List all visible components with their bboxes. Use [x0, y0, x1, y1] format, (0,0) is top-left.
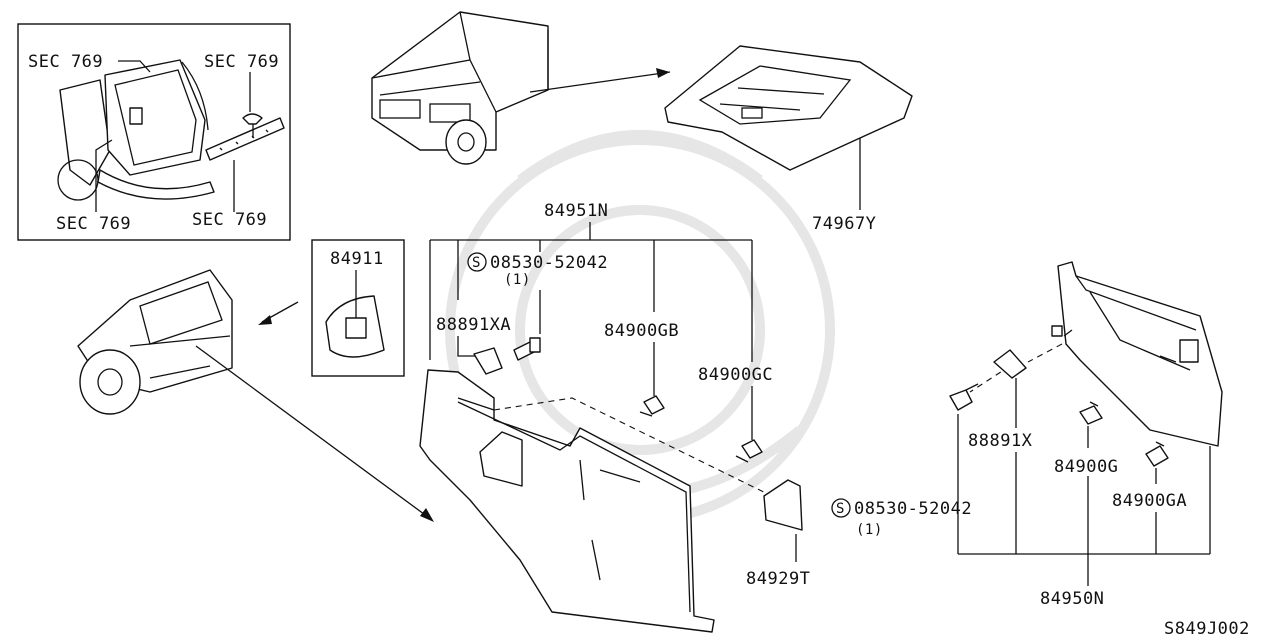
- label-84929T: 84929T: [746, 569, 810, 589]
- clip-84900GC: [735, 439, 763, 463]
- bolt-08530-52042-b: [949, 383, 979, 411]
- inset-detail-box: SEC 769 SEC 769 SEC 769 SEC 769: [17, 23, 291, 241]
- label-84900GA: 84900GA: [1112, 491, 1187, 511]
- arrowhead-floor: [656, 68, 670, 78]
- label-84900GB: 84900GB: [604, 321, 679, 341]
- bracket-88891X: [993, 349, 1027, 379]
- label-74967Y: 74967Y: [812, 214, 876, 234]
- label-08530-52042-b: 08530-52042: [854, 499, 972, 519]
- label-84950N: 84950N: [1040, 589, 1104, 609]
- label-08530-52042-a: 08530-52042: [490, 253, 608, 273]
- clip-84900GB: [639, 395, 665, 417]
- vehicle-rear-illustration: [77, 269, 233, 415]
- s-symbol-a: S: [472, 255, 481, 271]
- arrowhead-rear: [258, 315, 272, 325]
- label-84951N: 84951N: [544, 201, 608, 221]
- label-08530-52042-b-qty: (1): [856, 522, 883, 538]
- drawing-code: S849J002: [1164, 619, 1250, 638]
- assembly-84950N-leaders: [957, 378, 1211, 586]
- label-08530-52042-a-qty: (1): [504, 272, 531, 288]
- inset-callout-sec769-bottom-right: SEC 769: [192, 210, 267, 230]
- label-84900GC: 84900GC: [698, 365, 773, 385]
- floor-panel-74967Y: [664, 45, 913, 210]
- part-box-84911: 84911: [311, 239, 405, 377]
- clip-84900GA: [1145, 441, 1169, 467]
- inset-callout-sec769-top-right: SEC 769: [204, 52, 279, 72]
- vehicle-front-illustration: [371, 11, 549, 165]
- pad-84929T: [763, 479, 803, 562]
- screw-spec-s-08530-52042-a: S 08530-52042 (1): [467, 252, 608, 288]
- clip-84900G: [1079, 401, 1103, 425]
- inset-callout-sec769-bottom-left: SEC 769: [56, 214, 131, 234]
- label-84900G: 84900G: [1054, 457, 1118, 477]
- bracket-88891XA: [473, 347, 503, 375]
- inset-callout-sec769-top-left: SEC 769: [28, 52, 103, 72]
- arrowhead-trim: [420, 508, 434, 522]
- assembly-84951N-leaders: [429, 222, 753, 440]
- trim-panel-right-84950N: [969, 261, 1223, 447]
- label-84911: 84911: [330, 249, 384, 269]
- arrow-to-trim-panel: [195, 345, 433, 521]
- trim-panel-left-84951N: [419, 369, 781, 633]
- label-88891XA: 88891XA: [436, 315, 511, 335]
- screw-spec-s-08530-52042-b: S 08530-52042 (1): [831, 498, 972, 538]
- arrow-to-floor-panel: [529, 71, 671, 93]
- bolt-08530-52042-a: [513, 337, 541, 361]
- s-symbol-b: S: [836, 501, 845, 517]
- label-88891X: 88891X: [968, 431, 1033, 451]
